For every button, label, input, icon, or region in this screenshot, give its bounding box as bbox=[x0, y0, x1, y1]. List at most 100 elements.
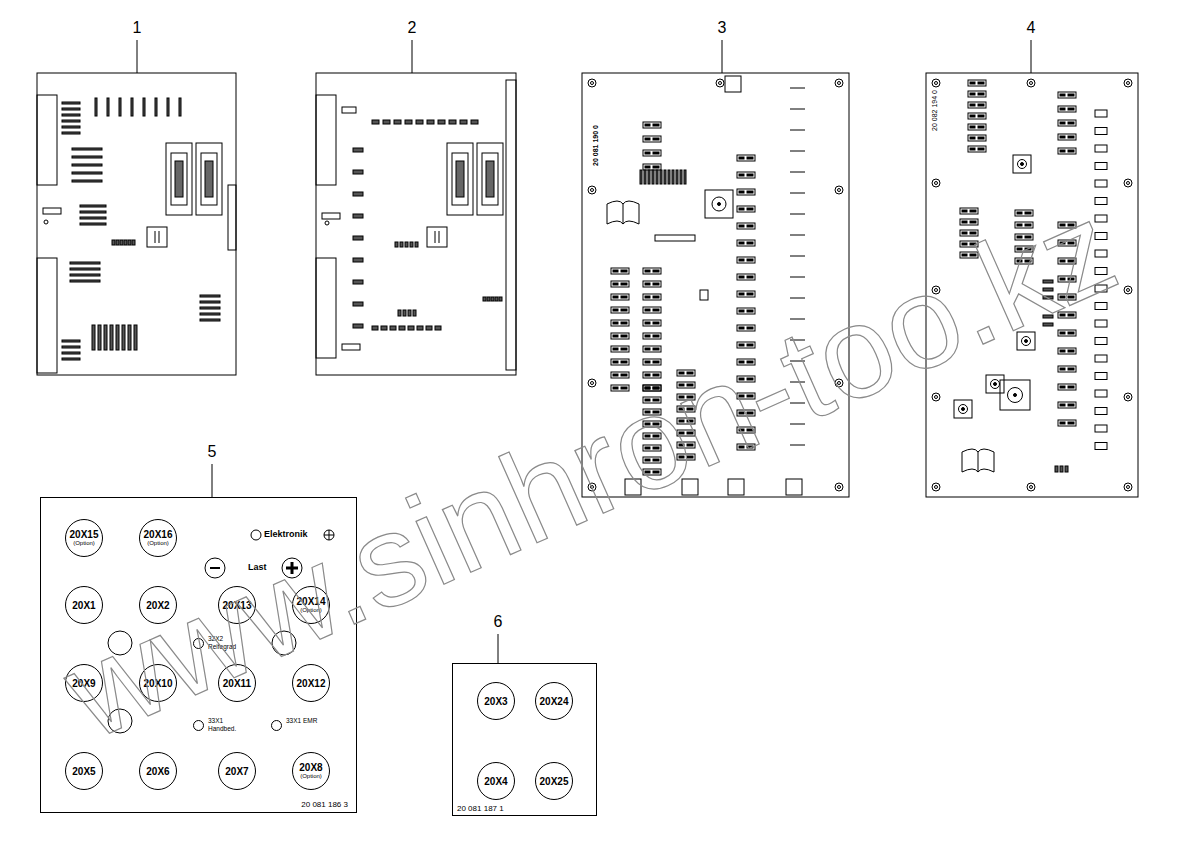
fuse-holder bbox=[1058, 348, 1076, 354]
mounting-hole bbox=[1127, 82, 1130, 85]
fuse-holder bbox=[960, 208, 978, 214]
print-mark bbox=[399, 326, 405, 330]
print-mark bbox=[122, 325, 125, 350]
fuse-holder bbox=[1060, 136, 1065, 138]
mounting-hole bbox=[1027, 79, 1035, 87]
fuse-holder bbox=[1058, 420, 1076, 426]
capacitor-symbol bbox=[439, 231, 440, 243]
callout-number: 2 bbox=[408, 20, 417, 36]
print-mark bbox=[1055, 466, 1058, 472]
fuse-holder bbox=[643, 359, 661, 365]
fuse-holder bbox=[960, 219, 978, 225]
print-mark bbox=[353, 258, 363, 262]
fuse-holder bbox=[1058, 366, 1076, 372]
fuse-holder bbox=[747, 242, 753, 244]
print-mark bbox=[72, 180, 102, 182]
print-mark bbox=[353, 302, 363, 306]
fuse-holder bbox=[1068, 422, 1074, 424]
fuse-holder bbox=[1068, 404, 1074, 406]
fuse-holder bbox=[737, 223, 755, 229]
print-mark bbox=[62, 346, 80, 348]
mounting-hole bbox=[935, 396, 938, 399]
fuse-holder bbox=[653, 361, 659, 363]
callout-number: 1 bbox=[133, 20, 142, 36]
print-mark bbox=[668, 170, 670, 184]
print-mark bbox=[499, 297, 502, 301]
relay bbox=[166, 143, 192, 215]
fuse-holder bbox=[1068, 136, 1074, 138]
rotary-switch bbox=[994, 383, 997, 386]
fuse-holder bbox=[1060, 332, 1065, 334]
print-mark bbox=[128, 240, 131, 245]
fuse-holder bbox=[653, 270, 659, 272]
print-mark bbox=[95, 98, 97, 116]
print-mark bbox=[80, 205, 106, 207]
fuse-holder bbox=[739, 174, 744, 176]
leader-line bbox=[1031, 40, 1032, 73]
print-mark bbox=[353, 170, 363, 174]
fuse-holder bbox=[613, 309, 618, 311]
callout-number: 3 bbox=[718, 20, 727, 36]
led bbox=[44, 220, 48, 224]
rotary-switch bbox=[1014, 394, 1017, 397]
callout-number: 5 bbox=[208, 444, 217, 460]
connector-socket: 20X8(Option) bbox=[292, 752, 330, 790]
fuse-holder bbox=[968, 113, 986, 119]
connector-socket: 20X5 bbox=[65, 752, 103, 790]
fuse-holder bbox=[611, 281, 629, 287]
fuse-holder bbox=[1058, 402, 1076, 408]
print-mark bbox=[80, 217, 106, 219]
mounting-hole bbox=[932, 179, 940, 187]
print-mark bbox=[107, 98, 109, 116]
print-mark bbox=[640, 170, 642, 184]
fuse-holder bbox=[653, 152, 659, 154]
fuse-holder bbox=[645, 270, 650, 272]
relay-slot bbox=[1095, 110, 1107, 117]
sensor bbox=[700, 290, 708, 300]
connector-name: 20X25 bbox=[540, 776, 569, 787]
fuse-holder bbox=[613, 296, 618, 298]
relay bbox=[452, 153, 468, 205]
rotary-switch bbox=[712, 197, 726, 211]
fuse-holder bbox=[978, 115, 984, 117]
fuse-holder bbox=[978, 93, 984, 95]
print-mark bbox=[134, 325, 137, 350]
fuse-holder bbox=[968, 91, 986, 97]
print-mark bbox=[471, 120, 478, 124]
board-connector bbox=[316, 258, 336, 358]
mounting-hole bbox=[1124, 483, 1132, 491]
print-mark bbox=[353, 280, 363, 284]
fuse-holder bbox=[653, 309, 659, 311]
fuse-holder bbox=[747, 276, 753, 278]
fuse-holder bbox=[978, 126, 984, 128]
fuse-holder bbox=[739, 191, 744, 193]
fuse-holder bbox=[970, 126, 975, 128]
board-number: 20 082 194 0 bbox=[931, 90, 938, 131]
print-mark bbox=[70, 268, 100, 270]
fuse-holder bbox=[621, 322, 627, 324]
diode bbox=[790, 214, 805, 215]
fuse-holder bbox=[1060, 150, 1065, 152]
fuse-holder bbox=[1068, 150, 1074, 152]
fuse-holder bbox=[621, 335, 627, 337]
print-mark bbox=[200, 307, 220, 309]
print-mark bbox=[487, 297, 490, 301]
mounting-hole bbox=[1124, 393, 1132, 401]
print-mark bbox=[110, 325, 113, 350]
mounting-hole bbox=[591, 189, 594, 192]
fuse-holder bbox=[1068, 350, 1074, 352]
connector-plate: 20 081 187 120X320X2420X420X25 bbox=[452, 663, 597, 816]
fuse-holder bbox=[613, 283, 618, 285]
print-mark bbox=[435, 326, 441, 330]
fuse-holder bbox=[978, 82, 984, 84]
print-mark bbox=[372, 120, 379, 124]
fuse-holder bbox=[747, 157, 753, 159]
fuse-holder bbox=[621, 361, 627, 363]
print-mark bbox=[383, 120, 390, 124]
fuse-holder bbox=[1060, 368, 1065, 370]
print-mark bbox=[62, 352, 80, 354]
connector-name: 20X5 bbox=[72, 766, 95, 777]
relay-slot bbox=[1095, 425, 1107, 432]
print-mark bbox=[495, 297, 498, 301]
fuse-holder bbox=[322, 213, 340, 219]
